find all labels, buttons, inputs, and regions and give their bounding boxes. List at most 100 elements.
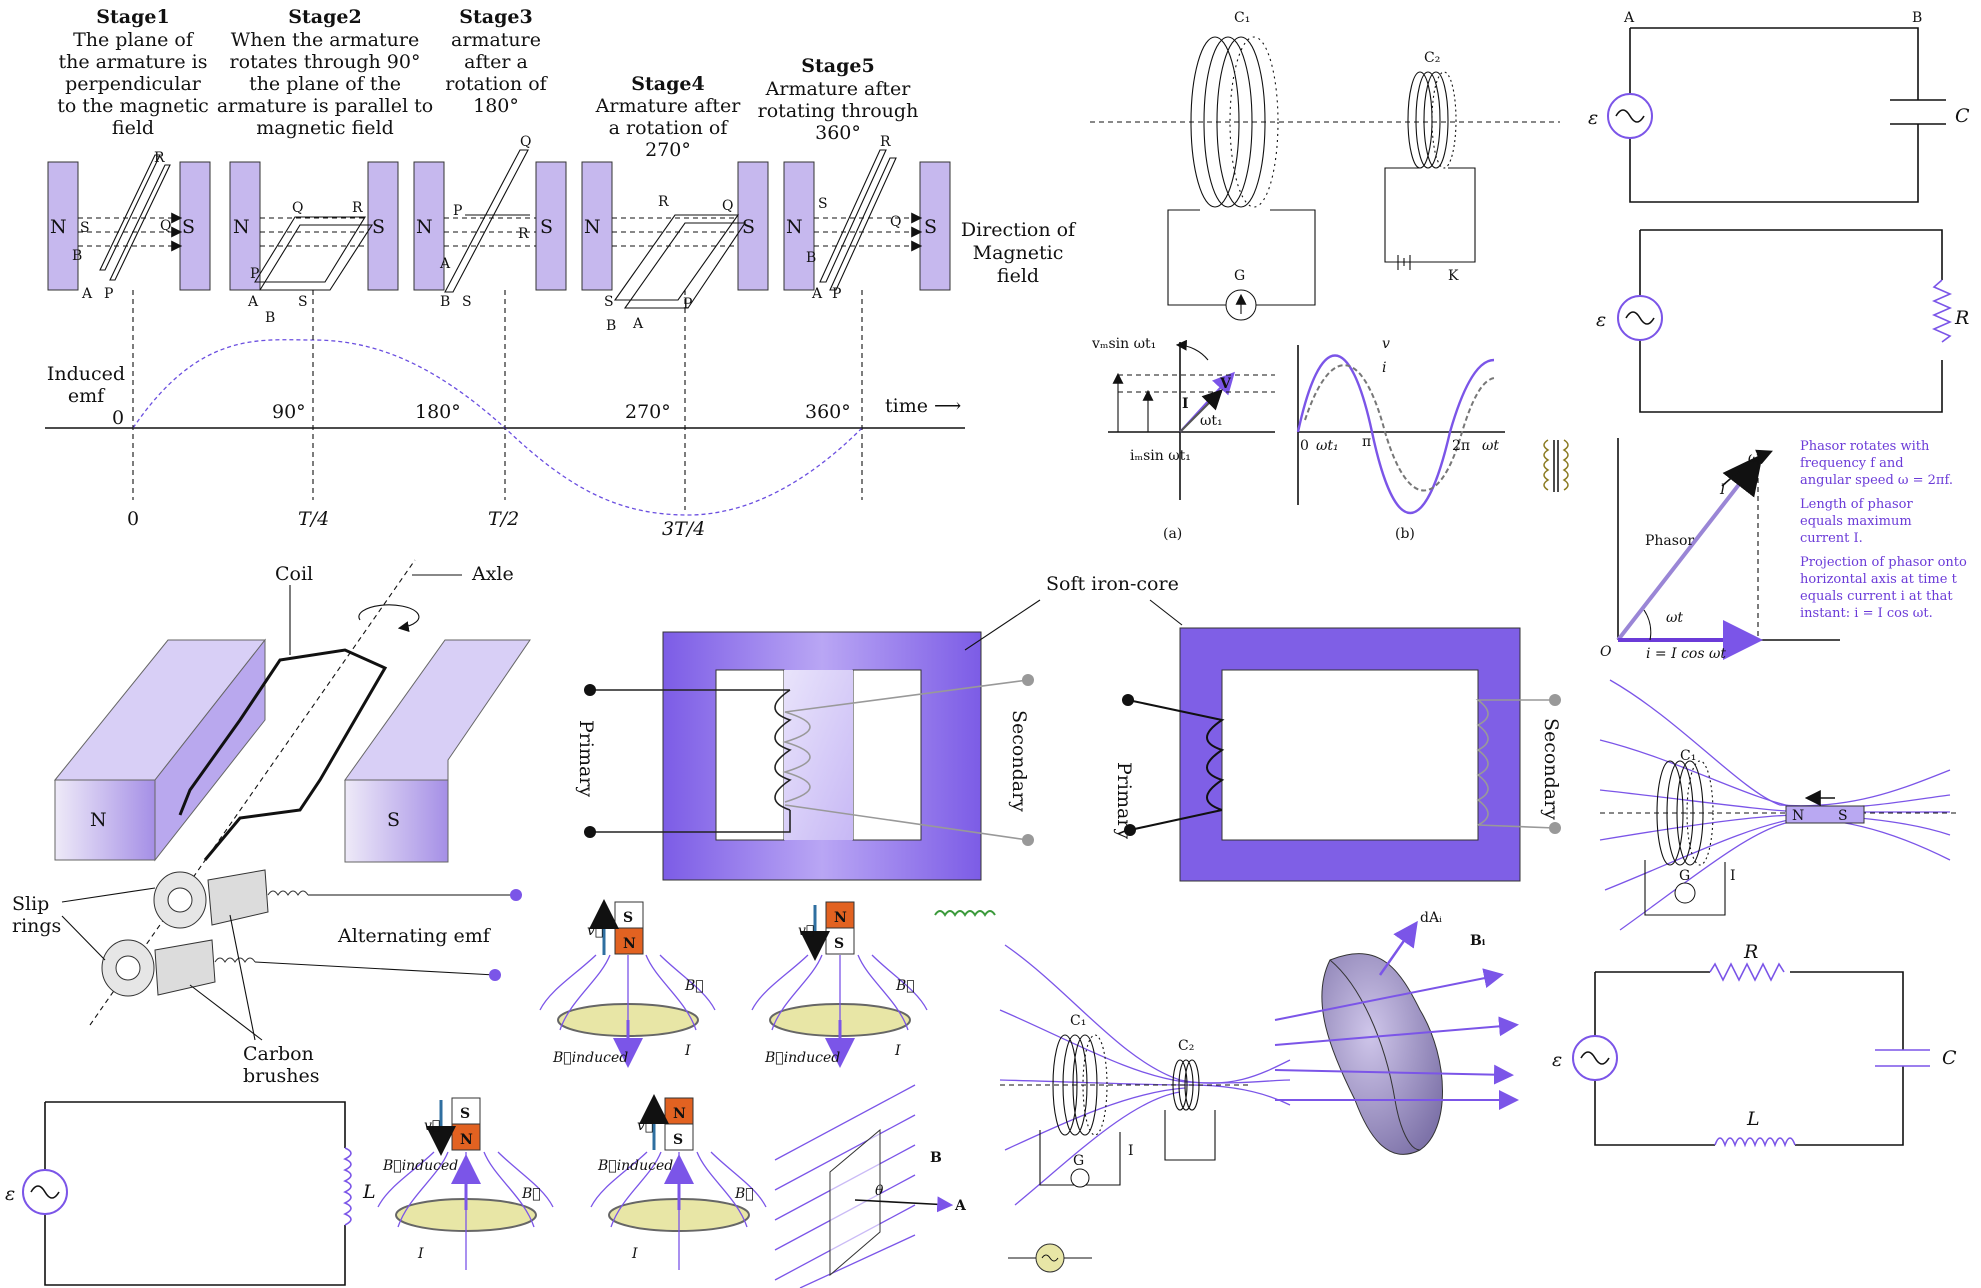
label-b: B⃗ <box>684 978 704 994</box>
stage5-title: Stage5 <box>801 55 874 77</box>
direction-label: field <box>997 265 1039 287</box>
label-q: Q <box>160 218 171 234</box>
label-b: B⃗ <box>734 1186 754 1202</box>
label-s: S <box>80 220 90 236</box>
label-emf: ε <box>1596 309 1606 331</box>
pole-s: S <box>742 216 755 238</box>
label-c2: C₂ <box>1424 50 1440 66</box>
label-r: R <box>352 200 363 216</box>
stage2-title: Stage2 <box>288 6 361 28</box>
stage5-line: 360° <box>815 122 861 144</box>
stage5-coil: R S B A P Q <box>806 134 901 302</box>
field-lines <box>78 212 923 252</box>
caption-b: (b) <box>1395 526 1415 542</box>
label-i: I <box>1719 482 1726 498</box>
label-r: R <box>658 194 669 210</box>
field-lines <box>999 944 1291 1206</box>
slip-rings-label: rings <box>12 915 61 937</box>
induced-emf-label: Induced <box>47 363 125 385</box>
label-p: P <box>453 203 462 219</box>
label-b: B <box>806 250 816 266</box>
label-i: I <box>684 1043 691 1059</box>
label-I: I <box>1182 396 1189 412</box>
pole-s: S <box>182 216 195 238</box>
label-emf: ε <box>1552 1049 1562 1071</box>
time-label: time ⟶ <box>885 395 961 417</box>
label-b: B <box>606 318 616 334</box>
phasor-notes: Phasor rotates with frequency f and angu… <box>1800 439 1967 621</box>
stage3-coil: Q P R A B S <box>439 134 531 310</box>
transformer-2: Primary Secondary <box>1113 599 1562 882</box>
label-g: G <box>1679 868 1690 884</box>
carbon-brushes-label: brushes <box>243 1065 319 1087</box>
label-c: C <box>1942 1047 1957 1069</box>
note-line: current I. <box>1800 531 1863 546</box>
stage3-line: rotation of <box>445 73 548 95</box>
stage3-line: armature <box>451 29 541 51</box>
time-mark-t2: T/2 <box>488 508 519 530</box>
label-l: L <box>1746 1108 1760 1130</box>
magnet-loop-1: S N v⃗ B⃗ B⃗induced I <box>539 899 716 1068</box>
note-line: horizontal axis at time t <box>1800 572 1958 587</box>
capacitor-circuit: A B ε C <box>1588 10 1970 203</box>
carbon-brushes-label: Carbon <box>243 1043 314 1065</box>
label-a: A <box>811 286 823 302</box>
soft-iron-core-label: Soft iron-core <box>1046 573 1179 595</box>
label-b: B <box>930 1150 942 1166</box>
stage4-line: Armature after <box>595 95 742 117</box>
pole-n: N <box>233 216 250 238</box>
origin-zero: 0 <box>112 407 124 429</box>
label-wt1: ωt₁ <box>1316 438 1339 454</box>
generator-stages: Stage1 The plane of the armature is perp… <box>45 6 1077 540</box>
stage1-coil: S B A P R Q <box>72 150 171 302</box>
label-b-induced: B⃗induced <box>552 1050 628 1066</box>
pole-s: S <box>540 216 553 238</box>
pole-s: S <box>623 910 633 926</box>
stage1-magnets: N S <box>47 161 211 291</box>
magnet-loop-3: S N v⃗ B⃗ B⃗induced I <box>377 1097 554 1270</box>
stage2-coil: Q R P A B S <box>247 200 374 326</box>
stage5-magnets: N S <box>783 161 951 291</box>
stage4-title: Stage4 <box>631 73 704 95</box>
label-k: K <box>1448 268 1459 284</box>
label-q: Q <box>292 200 303 216</box>
vm-label: vₘsin ωt₁ <box>1091 336 1156 352</box>
label-a: A <box>81 286 93 302</box>
pole-s: S <box>924 216 937 238</box>
magnet-loop-2: N S v⃗ B⃗ B⃗induced I <box>751 901 928 1068</box>
axle-label: Axle <box>471 563 514 585</box>
label-b: B⃗ <box>521 1186 541 1202</box>
angle-180: 180° <box>415 401 461 423</box>
pole-n: N <box>673 1106 686 1122</box>
inductor-icon <box>934 910 996 917</box>
note-line: equals current i at that <box>1800 589 1953 604</box>
label-p: P <box>250 266 259 282</box>
primary-label: Primary <box>575 720 597 797</box>
label-v: v⃗ <box>424 1118 440 1134</box>
stage5-line: rotating through <box>758 100 919 122</box>
label-b: Bᵢ <box>1470 933 1486 949</box>
alternating-emf-label: Alternating emf <box>337 925 492 947</box>
label-b: B⃗ <box>895 978 915 994</box>
label-q: Q <box>722 198 733 214</box>
label-i: I <box>894 1043 901 1059</box>
label-b-induced: B⃗induced <box>764 1050 840 1066</box>
coil-label: Coil <box>275 563 313 585</box>
field-lines <box>1599 679 1951 931</box>
induced-emf-label: emf <box>68 385 106 407</box>
i-curve <box>1304 364 1495 492</box>
label-b: B <box>440 294 450 310</box>
note-line: Phasor rotates with <box>1800 439 1930 454</box>
pole-s: S <box>387 809 400 831</box>
angle-90: 90° <box>272 401 306 423</box>
label-p: P <box>683 296 692 312</box>
label-wt: ωt <box>1666 610 1683 626</box>
magnet-loop-4: N S v⃗ B⃗ B⃗induced I <box>590 1094 767 1270</box>
stage2-line: When the armature <box>231 29 419 51</box>
label-r: R <box>518 226 529 242</box>
label-a: A <box>1623 10 1635 26</box>
label-r: R <box>880 134 891 150</box>
pole-s: S <box>834 936 844 952</box>
stage2-line: rotates through 90° <box>230 51 421 73</box>
note-line: instant: i = I cos ωt. <box>1800 606 1933 621</box>
